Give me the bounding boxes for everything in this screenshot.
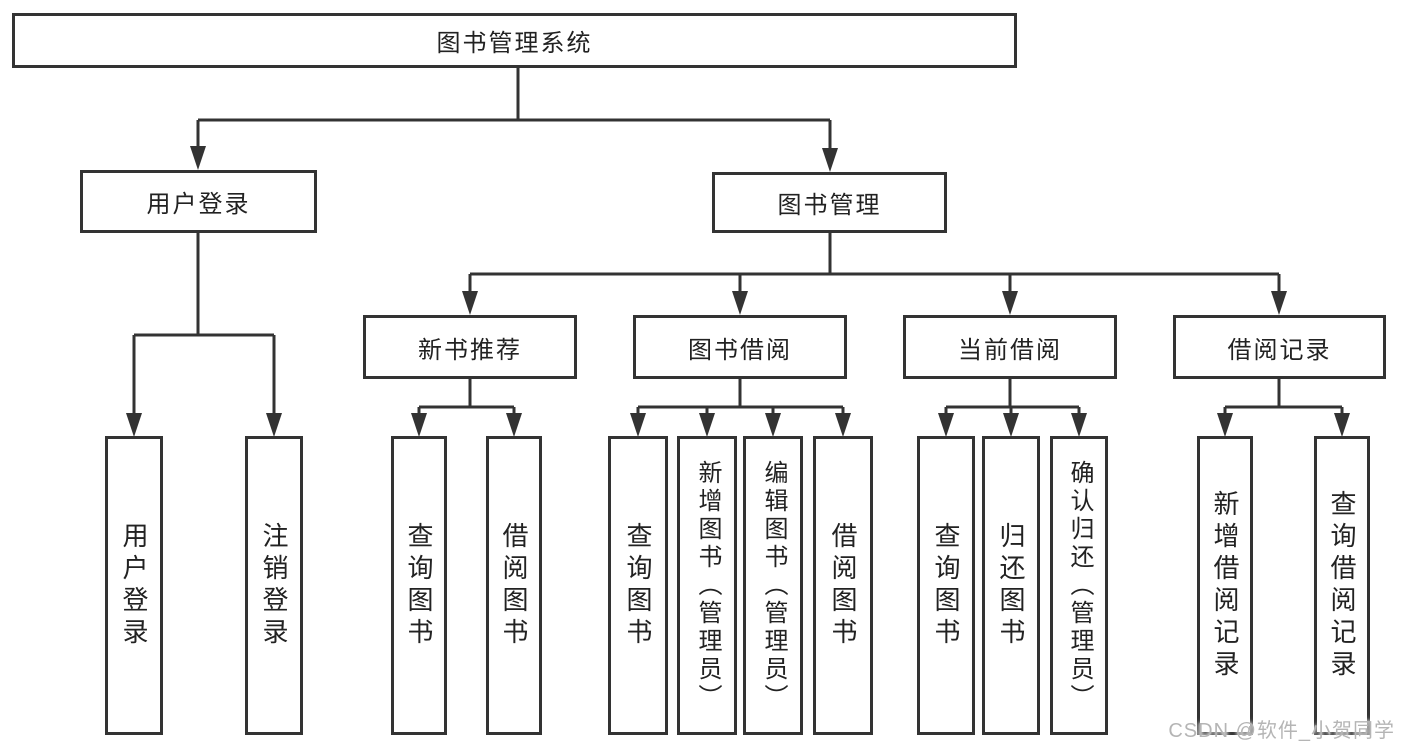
arrow-icon: [1071, 413, 1087, 437]
node-current-borrow-label: 当前借阅: [958, 336, 1062, 364]
node-borrow-records: 借阅记录: [1173, 315, 1386, 379]
arrow-icon: [938, 413, 954, 437]
arrowheads: [126, 146, 1350, 437]
arrow-icon: [506, 413, 522, 437]
node-borrow-records-label: 借阅记录: [1227, 336, 1332, 364]
arrow-icon: [1271, 291, 1287, 315]
arrow-icon: [765, 413, 781, 437]
leaf-nb-borrow-books-label: 借阅图书: [499, 521, 529, 650]
leaf-logout: 注销登录: [245, 436, 303, 735]
leaf-user-login-label: 用户登录: [119, 521, 149, 650]
arrow-icon: [732, 291, 748, 315]
leaf-bb-borrow-books-label: 借阅图书: [828, 521, 858, 650]
arrow-icon: [835, 413, 851, 437]
leaf-bb-edit-books-admin: 编辑图书（管理员）: [743, 436, 803, 735]
node-new-book-recommend-label: 新书推荐: [418, 336, 522, 364]
leaf-bb-borrow-books: 借阅图书: [813, 436, 873, 735]
node-book-management: 图书管理: [712, 172, 947, 233]
arrow-icon: [190, 146, 206, 170]
node-book-borrow: 图书借阅: [633, 315, 847, 379]
csdn-watermark: CSDN @软件_小贺同学: [1168, 720, 1395, 742]
leaf-br-query-record-label: 查询借阅记录: [1327, 489, 1357, 682]
leaf-cb-return-books: 归还图书: [982, 436, 1040, 735]
node-root: 图书管理系统: [12, 13, 1017, 68]
arrow-icon: [411, 413, 427, 437]
tree-edges: [132, 68, 1344, 417]
arrow-icon: [1334, 413, 1350, 437]
leaf-bb-add-books-admin: 新增图书（管理员）: [677, 436, 737, 735]
arrow-icon: [1217, 413, 1233, 437]
arrow-icon: [462, 291, 478, 315]
node-book-management-label: 图书管理: [777, 192, 882, 219]
leaf-bb-query-books: 查询图书: [608, 436, 668, 735]
arrow-icon: [822, 148, 838, 172]
node-book-borrow-label: 图书借阅: [688, 336, 792, 364]
leaf-nb-borrow-books: 借阅图书: [486, 436, 542, 735]
leaf-cb-confirm-return-admin-label: 确认归还（管理员）: [1066, 459, 1093, 712]
leaf-cb-query-books: 查询图书: [917, 436, 975, 735]
node-new-book-recommend: 新书推荐: [363, 315, 577, 379]
leaf-cb-confirm-return-admin: 确认归还（管理员）: [1050, 436, 1108, 735]
arrow-icon: [699, 413, 715, 437]
leaf-cb-query-books-label: 查询图书: [931, 521, 961, 650]
arrow-icon: [630, 413, 646, 437]
arrow-icon: [1002, 291, 1018, 315]
leaf-bb-add-books-admin-label: 新增图书（管理员）: [694, 459, 721, 712]
leaf-nb-query-books: 查询图书: [391, 436, 447, 735]
node-current-borrow: 当前借阅: [903, 315, 1117, 379]
leaf-logout-label: 注销登录: [259, 521, 289, 650]
node-user-login-label: 用户登录: [146, 191, 251, 218]
leaf-cb-return-books-label: 归还图书: [996, 521, 1026, 650]
leaf-nb-query-books-label: 查询图书: [404, 521, 434, 650]
arrow-icon: [1003, 413, 1019, 437]
leaf-user-login: 用户登录: [105, 436, 163, 735]
arrow-icon: [126, 413, 142, 437]
leaf-br-add-record-label: 新增借阅记录: [1210, 489, 1240, 682]
leaf-bb-edit-books-admin-label: 编辑图书（管理员）: [760, 459, 787, 712]
leaf-br-query-record: 查询借阅记录: [1314, 436, 1370, 735]
leaf-br-add-record: 新增借阅记录: [1197, 436, 1253, 735]
arrow-icon: [266, 413, 282, 437]
node-user-login: 用户登录: [80, 170, 317, 233]
leaf-bb-query-books-label: 查询图书: [623, 521, 653, 650]
node-root-label: 图书管理系统: [436, 30, 593, 57]
